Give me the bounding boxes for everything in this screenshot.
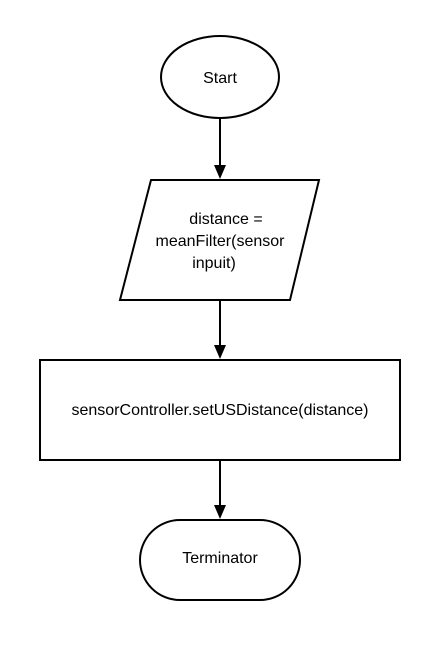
node-end[interactable]: Terminator [139,519,301,601]
arrowhead-icon [214,165,226,179]
node-start[interactable]: Start [160,35,280,119]
filter-label-line-2: meanFilter(sensor [156,233,286,250]
end-terminator [139,519,301,601]
set-label: sensorController.setUSDistance(distance) [71,402,368,419]
filter-parallelogram [118,179,321,301]
node-set[interactable]: sensorController.setUSDistance(distance) [39,359,401,461]
end-label: Terminator [182,550,258,567]
set-rectangle [39,359,401,461]
node-filter[interactable]: distance = meanFilter(sensor inpuit) [118,179,321,301]
filter-label-line-1: distance = [189,211,262,228]
edge-filter-to-set [214,300,226,359]
arrowhead-icon [214,345,226,359]
edge-set-to-end [214,460,226,519]
edge-start-to-filter [214,118,226,179]
filter-label-line-3: inpuit) [192,255,236,272]
arrowhead-icon [214,505,226,519]
start-label: Start [203,70,237,87]
